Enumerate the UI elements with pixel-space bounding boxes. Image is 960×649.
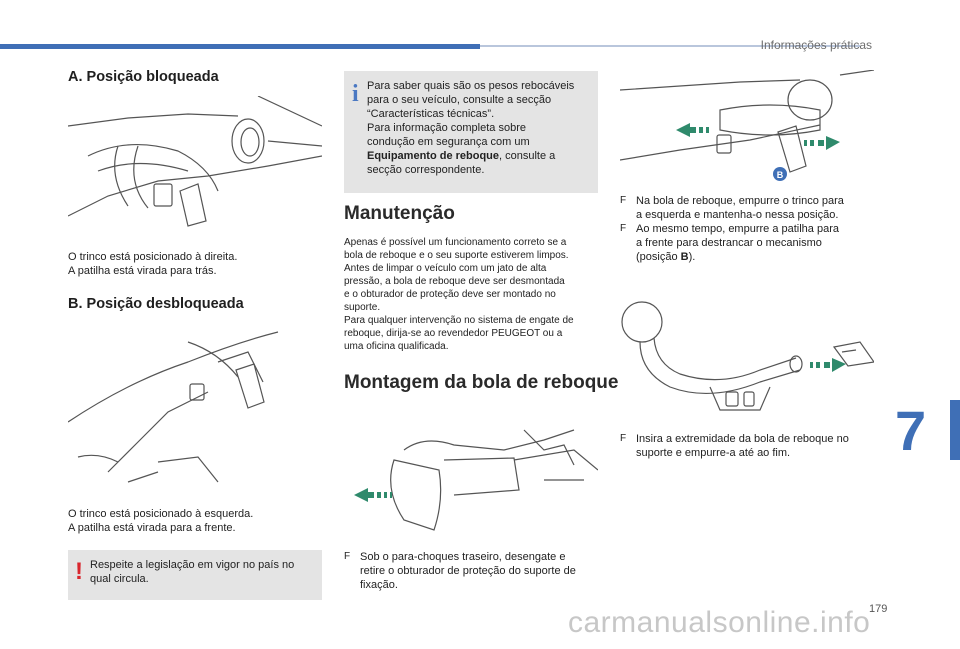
heading-towball-mounting: Montagem da bola de reboque	[344, 372, 619, 393]
info-bold-term: Equipamento de reboque	[367, 150, 500, 162]
info-box: i Para saber quais são os pesos rebocáve…	[344, 71, 598, 193]
info-icon: i	[352, 81, 359, 107]
heading-maintenance: Manutenção	[344, 203, 455, 224]
bullet-icon: F	[620, 223, 627, 234]
position-b-label: B	[777, 170, 784, 180]
watermark: carmanualsonline.info	[568, 606, 871, 639]
illustration-unlocked-position	[68, 331, 279, 483]
bullet-icon: F	[620, 433, 627, 444]
bullet-icon: F	[620, 195, 627, 206]
info-text: Para saber quais são os pesos rebocáveis…	[367, 80, 575, 176]
locked-description: O trinco está posicionado à direita. A p…	[68, 251, 238, 277]
illustration-insert-towball	[621, 301, 874, 411]
header-rule	[480, 45, 860, 47]
maintenance-text: Apenas é possível um funcionamento corre…	[344, 237, 574, 352]
warning-box: ! Respeite a legislação em vigor no país…	[68, 550, 322, 600]
warning-text: Respeite a legislação em vigor no país n…	[90, 559, 295, 585]
title-locked-position: A. Posição bloqueada	[68, 69, 219, 85]
chapter-tab	[950, 400, 960, 460]
position-b-marker	[773, 167, 787, 181]
page-number: 179	[869, 603, 888, 615]
bullet-icon: F	[344, 551, 351, 562]
illustration-push-latch: B	[620, 70, 874, 181]
warning-icon: !	[75, 558, 83, 585]
chapter-number: 7	[895, 399, 927, 462]
title-unlocked-position: B. Posição desbloqueada	[68, 296, 244, 312]
header-accent-bar	[0, 44, 480, 49]
unlocked-description: O trinco está posicionado à esquerda. A …	[68, 508, 254, 534]
illustration-locked-position	[68, 96, 322, 227]
illustration-remove-cover	[354, 429, 598, 531]
section-title: Informações práticas	[760, 38, 872, 52]
